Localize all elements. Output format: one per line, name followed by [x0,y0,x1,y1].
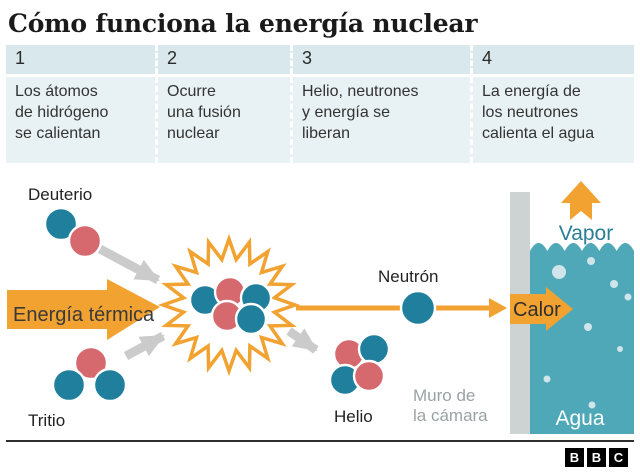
helium-label: Helio [334,407,373,426]
helium-atom [328,332,391,397]
thermal-energy-arrow [7,279,160,340]
bbc-logo: B B C [565,448,628,467]
fusion-to-helium-arrow [286,327,319,354]
deuterium-label: Deuterio [28,185,92,204]
heat-arrow [510,287,573,331]
deuterium-to-fusion-arrow [97,245,161,284]
chamber-wall-label-line2: la cámara [413,406,488,425]
neutron-particle [399,289,437,327]
tritium-label: Tritio [28,411,65,430]
vapor-label: Vapor [559,222,613,245]
neutron-label: Neutrón [378,267,438,286]
step-number: 1 [6,45,155,74]
step-number: 3 [290,45,470,74]
step-number: 2 [155,45,290,74]
fusion-diagram: Vapor Energía térmica Deuterio Tritio [7,181,634,434]
chamber-wall-label-line1: Muro de [413,386,475,405]
bbc-logo-letter: C [609,448,628,467]
water-bubbles [543,257,632,409]
thermal-energy-label: Energía térmica [13,304,155,326]
tritium-to-fusion-arrow [123,332,166,360]
neutron-arrowhead [489,298,507,318]
step-divider [470,74,634,77]
step-divider [6,74,155,77]
bbc-logo-letter: B [565,448,584,467]
page-title: Cómo funciona la energía nuclear [8,9,478,38]
step-divider [155,74,290,77]
heat-label: Calor [513,299,561,321]
footer: B B C [6,440,634,469]
tritium-atom [51,345,128,403]
water-tank [530,243,634,434]
vapor-arrow-icon [561,181,601,220]
step-number: 4 [470,45,634,74]
fusion-nucleus [188,275,273,336]
water-label: Agua [555,407,604,430]
step-divider [290,74,470,77]
bbc-logo-letter: B [587,448,606,467]
deuterium-atom [43,206,103,259]
